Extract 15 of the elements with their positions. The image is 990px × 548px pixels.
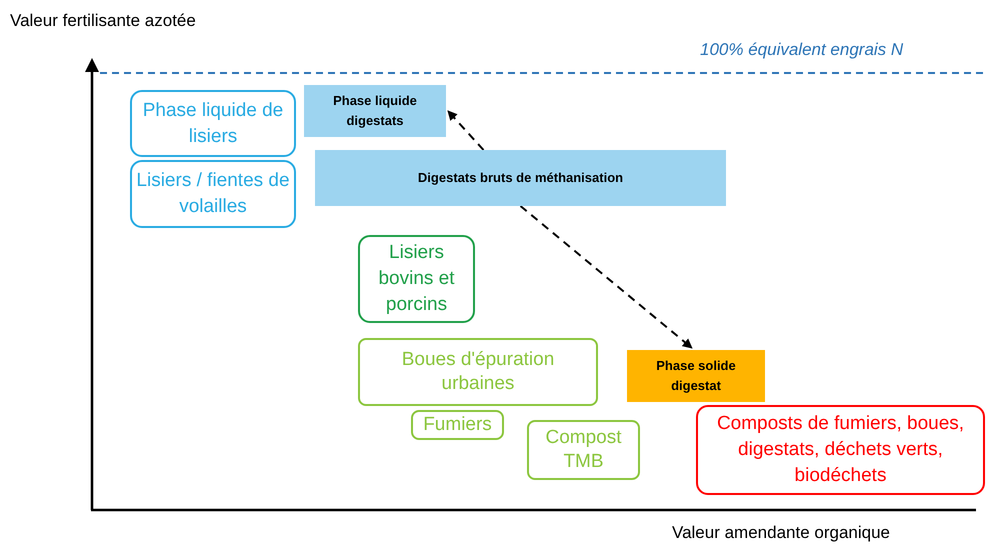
category-box: Lisiers / fientes de volailles xyxy=(130,160,296,228)
category-bar: Digestats bruts de méthanisation xyxy=(315,150,726,206)
category-box: Compost TMB xyxy=(527,420,640,480)
y-axis-label: Valeur fertilisante azotée xyxy=(10,10,196,32)
reference-line-label: 100% équivalent engrais N xyxy=(700,39,904,61)
category-bar: Phase liquide digestats xyxy=(304,85,446,137)
category-box: Fumiers xyxy=(411,410,504,440)
category-box: Phase liquide de lisiers xyxy=(130,90,296,157)
category-bar: Phase solide digestat xyxy=(627,350,765,402)
dashed-arrow xyxy=(520,205,693,349)
category-box: Composts de fumiers, boues, digestats, déchets verts, biodéchets xyxy=(696,405,985,495)
category-box: Lisiers bovins et porcins xyxy=(358,235,475,323)
category-box: Boues d'épuration urbaines xyxy=(358,338,598,406)
x-axis-label: Valeur amendante organique xyxy=(672,522,890,544)
dashed-arrow xyxy=(447,110,484,151)
